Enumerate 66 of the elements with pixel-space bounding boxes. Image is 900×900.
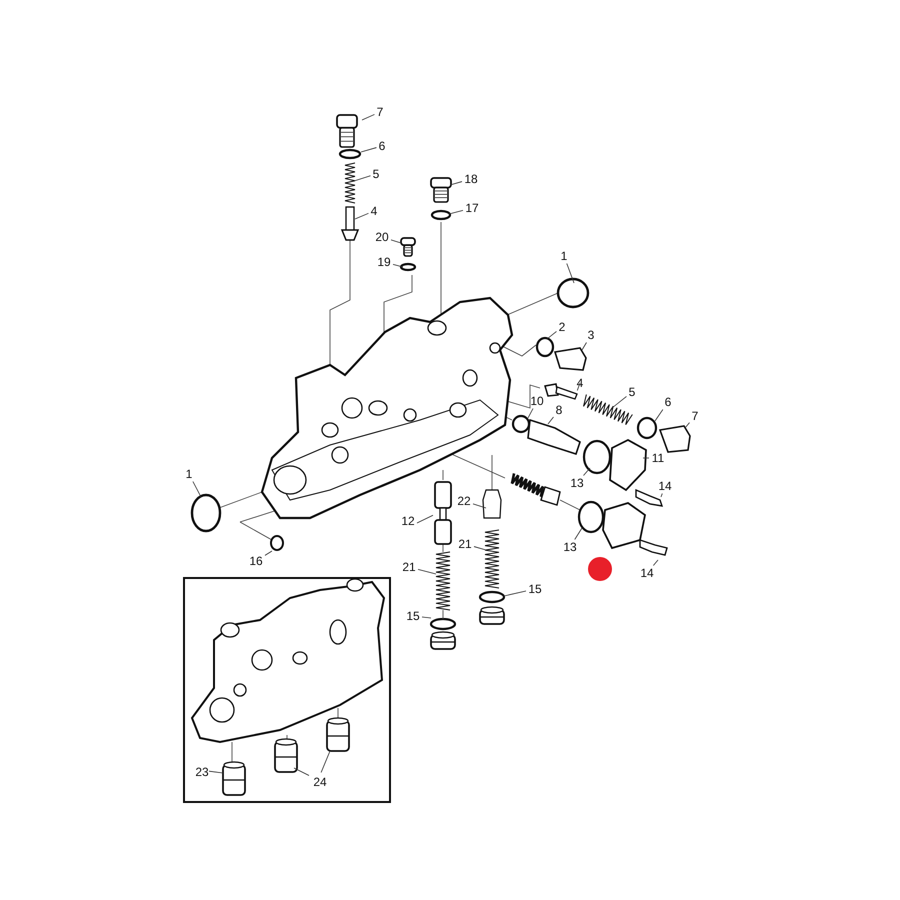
leader-line [652, 560, 658, 566]
leader-line [684, 422, 690, 428]
callout-number: 2 [558, 320, 566, 334]
leader-line [546, 331, 557, 340]
callout-number: 19 [376, 256, 392, 268]
leader-line [566, 263, 574, 284]
callout-number: 22 [456, 494, 472, 508]
leader-line [612, 396, 627, 408]
callout-number: 13 [562, 540, 578, 554]
leader-line [390, 239, 402, 244]
callout-number: 5 [372, 168, 380, 180]
callout-number: 15 [527, 582, 543, 596]
callout-number: 4 [370, 204, 378, 218]
leader-line [576, 382, 580, 391]
leader-line [208, 770, 224, 774]
leader-line [548, 416, 554, 424]
callout-number: 21 [401, 560, 417, 574]
callout-number: 8 [554, 404, 564, 416]
callout-number: 14 [657, 480, 673, 492]
callout-number: 13 [569, 476, 585, 490]
callout-number: 6 [664, 396, 672, 408]
leader-line [362, 114, 375, 120]
leader-line [416, 514, 434, 524]
leader-line [583, 468, 590, 476]
leader-line [528, 408, 534, 418]
piston-drawing [434, 481, 452, 545]
callout-number: 4 [576, 376, 584, 390]
leader-line [582, 342, 587, 350]
callout-number: 17 [464, 202, 480, 214]
leader-line [450, 181, 462, 186]
callout-number: 7 [376, 106, 384, 118]
leader-line [418, 568, 436, 574]
callout-number: 12 [400, 514, 416, 528]
leader-line [320, 750, 330, 773]
callout-number: 6 [378, 140, 386, 152]
callout-number: 16 [248, 554, 264, 568]
callout-number: 11 [650, 452, 666, 464]
callout-number: 15 [405, 610, 421, 622]
callout-number: 21 [457, 538, 473, 550]
leader-line [654, 409, 664, 422]
leader-line [354, 175, 371, 182]
callout-number: 1 [184, 468, 194, 480]
callout-number: 10 [529, 394, 545, 408]
callout-number: 18 [463, 172, 479, 186]
callout-number: 24 [312, 776, 328, 788]
callout-number: 5 [628, 386, 636, 398]
leader-line [392, 264, 404, 268]
leader-line [192, 481, 202, 498]
leader-line [504, 590, 526, 596]
leader-line [264, 550, 272, 556]
leader-line [448, 210, 464, 214]
leader-line [660, 493, 663, 498]
leader-line [354, 212, 369, 220]
inset-frame [183, 577, 391, 803]
callout-number: 3 [586, 328, 596, 342]
callout-number: 20 [374, 230, 390, 244]
callout-number: 1 [560, 250, 568, 262]
leader-line [472, 503, 486, 508]
callout-number: 14 [639, 566, 655, 580]
leader-line [360, 147, 377, 152]
leader-line [574, 528, 582, 540]
leader-line [422, 616, 432, 618]
callout-number: 23 [194, 766, 210, 778]
callout-number: 7 [690, 410, 700, 422]
leader-line [294, 768, 310, 776]
leader-line [474, 546, 486, 550]
